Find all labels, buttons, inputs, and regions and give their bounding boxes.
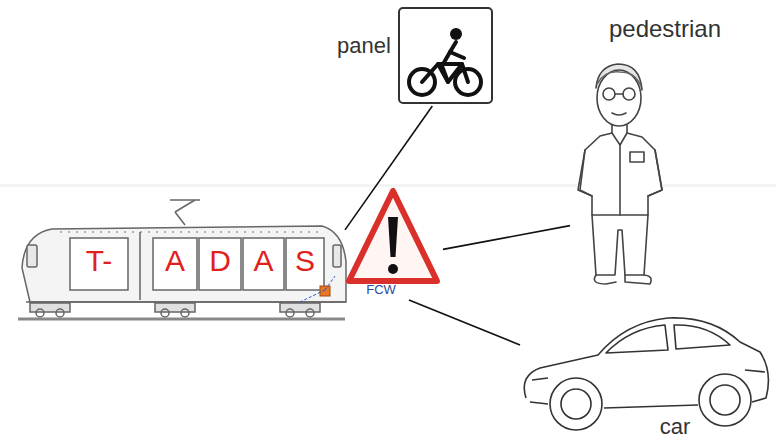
tram: T-ADAS [18,195,348,320]
window-letter: S [286,244,324,277]
pedestrian-drawing [578,64,662,284]
car: car [520,295,776,442]
car-label: car [650,415,700,439]
window-letter: A [243,244,284,277]
connector-line [409,300,520,345]
connector-line [443,226,570,250]
car-drawing [524,318,768,430]
warning-sign: FCW [343,185,443,300]
tram-drawing [18,200,346,319]
window-letter: A [153,244,197,277]
window-letter: D [199,244,241,277]
window-letter: T- [70,244,128,277]
panel-label: panel [332,34,396,58]
sensor [300,276,335,302]
pedestrian: pedestrian [570,10,760,290]
sign-panel: panel [330,6,495,106]
pedestrian-label: pedestrian [575,16,755,42]
warning-label: FCW [361,283,401,297]
